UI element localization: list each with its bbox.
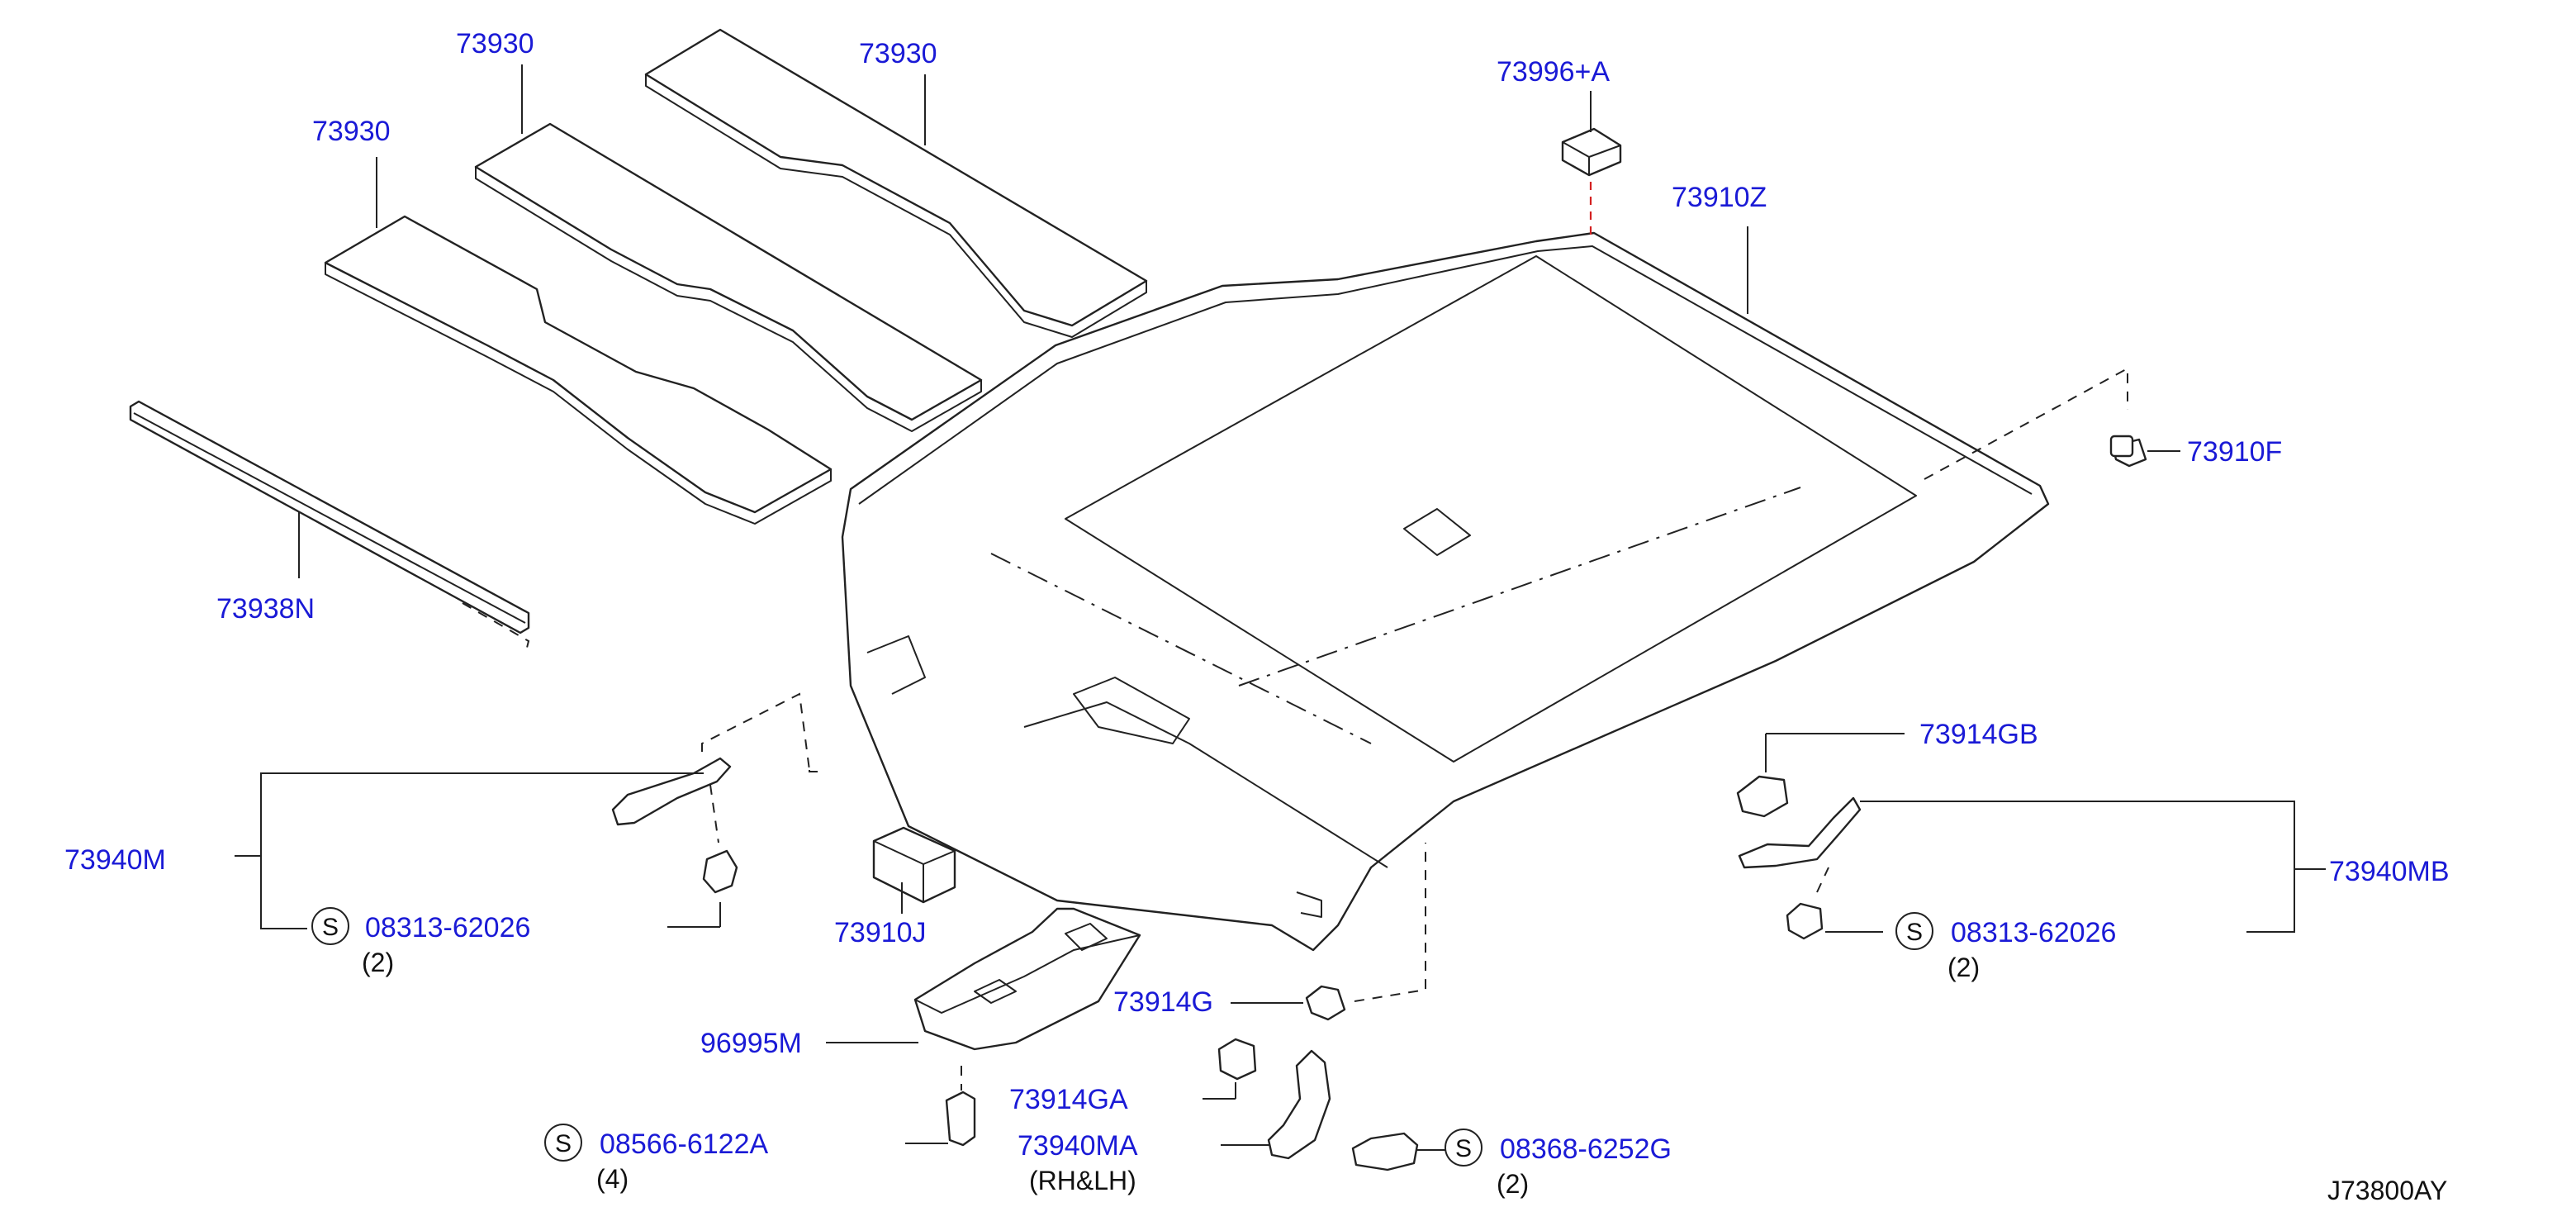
label-clip-top: 73996+A [1497, 56, 1610, 88]
leader-lines [235, 64, 2326, 1043]
label-pad-block: 73910J [834, 917, 927, 948]
assist-grip-right [1738, 796, 1862, 940]
screw-grip [1351, 1132, 1447, 1171]
screw-marker-right: S [1895, 912, 1933, 950]
label-assist-grip: 73940MA [1018, 1130, 1138, 1162]
label-screw-left-qty: (2) [362, 948, 394, 977]
assist-grip-left [611, 692, 826, 928]
handle-bracket-lower [1203, 1038, 1257, 1100]
label-handle-bracket-lower: 73914GA [1009, 1084, 1128, 1115]
screw-marker-console: S [544, 1124, 582, 1162]
label-assist-grip-note: (RH&LH) [1029, 1166, 1136, 1195]
label-trim-strip: 73938N [216, 593, 315, 625]
label-foam-pad-middle: 73930 [456, 28, 534, 59]
clip-top [1561, 127, 1622, 240]
diagram-code: J73800AY [2327, 1176, 2447, 1205]
label-headlining: 73910Z [1672, 182, 1767, 213]
label-screw-left: 08313-62026 [365, 912, 530, 943]
screw-marker-left: S [311, 907, 349, 945]
console-bracket [913, 907, 1141, 1051]
clip-lower [1305, 843, 1426, 1021]
label-screw-grip-qty: (2) [1497, 1169, 1529, 1199]
trim-strip [129, 400, 530, 655]
foam-pad-top [644, 28, 1148, 338]
svg-text:S: S [555, 1130, 572, 1157]
handle-bracket-right [1736, 733, 1905, 818]
label-foam-pad-top: 73930 [859, 38, 937, 69]
svg-text:S: S [322, 914, 339, 941]
label-handle-left-group: 73940M [64, 844, 166, 876]
label-screw-console: 08566-6122A [600, 1129, 769, 1160]
foam-pad-middle [474, 122, 983, 432]
label-clip-right: 73910F [2187, 436, 2282, 468]
label-screw-right-qty: (2) [1947, 953, 1980, 982]
label-clip-lower: 73914G [1113, 986, 1213, 1018]
screw-console [905, 1066, 976, 1147]
label-foam-pad-left: 73930 [312, 116, 391, 147]
label-screw-console-qty: (4) [596, 1164, 629, 1194]
foam-pad-left [324, 215, 833, 525]
label-screw-grip: 08368-6252G [1500, 1133, 1672, 1165]
svg-text:S: S [1455, 1135, 1472, 1162]
part-labels: 73930 73930 73930 73938N 73996+A 73910Z … [64, 28, 2450, 1205]
assist-grip-lower [1221, 1049, 1331, 1160]
label-console-bracket: 96995M [700, 1028, 802, 1059]
label-handle-bracket-right: 73914GB [1919, 719, 2038, 750]
svg-text:S: S [1906, 919, 1923, 946]
label-handle-right-group: 73940MB [2329, 856, 2450, 887]
pad-block [872, 826, 956, 904]
screw-marker-grip: S [1445, 1129, 1483, 1167]
label-screw-right: 08313-62026 [1951, 917, 2116, 948]
headlining [841, 231, 2050, 952]
clip-right [1924, 367, 2147, 480]
